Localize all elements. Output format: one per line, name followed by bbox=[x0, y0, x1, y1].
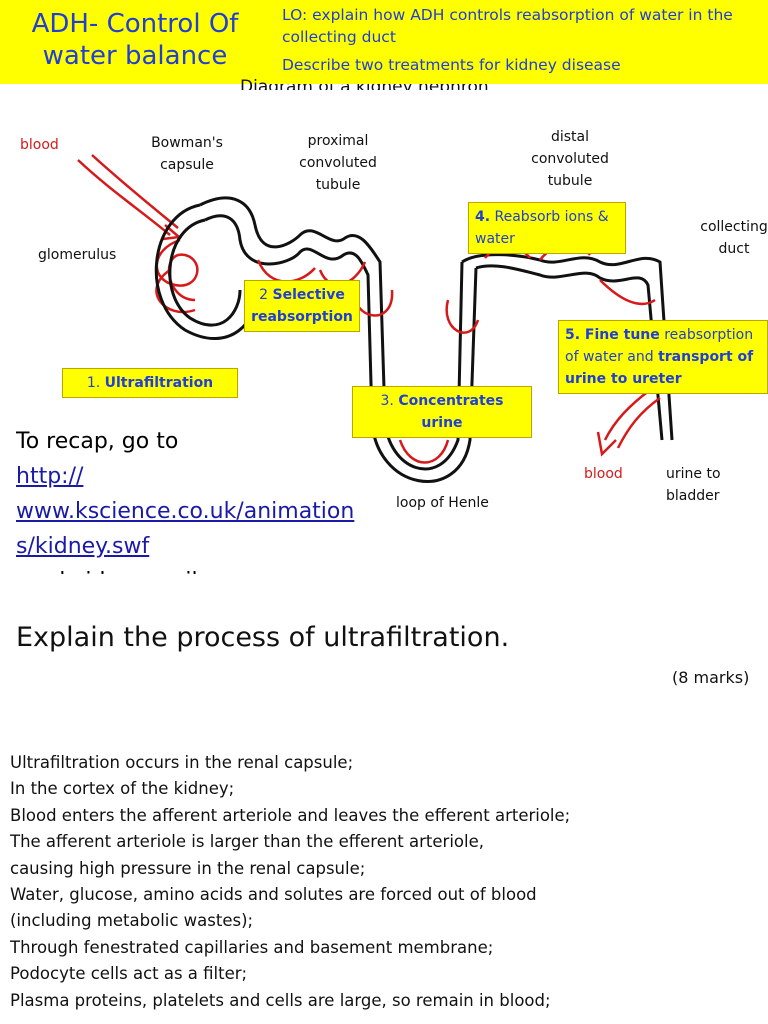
title-line-2: water balance bbox=[42, 41, 228, 71]
label-blood-in: blood bbox=[20, 137, 59, 153]
callout-5-bold-1: 5. Fine tune bbox=[565, 327, 660, 343]
callout-reabsorb-ions: 4. Reabsorb ions & water bbox=[468, 202, 626, 254]
marks-label: (8 marks) bbox=[672, 668, 750, 687]
label-loop-of-henle: loop of Henle bbox=[396, 495, 489, 511]
callout-5-bold-2: transport of urine to ureter bbox=[565, 349, 754, 387]
answer-line: Through fenestrated capillaries and base… bbox=[10, 937, 494, 957]
learning-objectives-banner: LO: explain how ADH controls reabsorptio… bbox=[270, 0, 768, 84]
lo-line-1: LO: explain how ADH controls reabsorptio… bbox=[282, 6, 733, 46]
bowmans-capsule-shape bbox=[154, 203, 258, 341]
recap-link-part-2[interactable]: www.kscience.co.uk/animations/kidney.swf bbox=[16, 499, 355, 559]
label-blood-out: blood bbox=[584, 466, 623, 482]
callout-ultrafiltration: 1. Ultrafiltration bbox=[62, 368, 238, 398]
callout-concentrates-urine: 3. Concentrates urine bbox=[352, 386, 532, 438]
loop-of-henle-shape bbox=[370, 261, 478, 483]
answer-line: Water, glucose, amino acids and solutes … bbox=[10, 885, 537, 905]
question-heading: Explain the process of ultrafiltration. bbox=[16, 622, 510, 653]
label-distal-tubule: distal convoluted tubule bbox=[531, 129, 609, 189]
proximal-tubule-shape bbox=[199, 196, 387, 421]
loop-capillaries bbox=[398, 299, 480, 464]
callout-3-number: 3. bbox=[380, 393, 394, 409]
title-banner: ADH- Control Of water balance bbox=[0, 0, 270, 84]
label-collecting-duct: collecting duct bbox=[700, 219, 768, 257]
callout-1-text: Ultrafiltration bbox=[104, 375, 214, 391]
answer-list: Ultrafiltration occurs in the renal caps… bbox=[10, 750, 760, 1024]
answer-line: The afferent arteriole is larger than th… bbox=[10, 832, 484, 852]
recap-text-box: To recap, go to http:// www.kscience.co.… bbox=[16, 424, 366, 574]
title-line-1: ADH- Control Of bbox=[31, 9, 239, 39]
distal-tubule-shape bbox=[461, 253, 674, 441]
callout-3-text: Concentrates urine bbox=[398, 393, 504, 431]
label-proximal-tubule: proximal convoluted tubule bbox=[299, 133, 377, 193]
callout-fine-tune: 5. Fine tune reabsorption of water and t… bbox=[558, 320, 768, 394]
answer-line: causing high pressure in the renal capsu… bbox=[10, 858, 366, 878]
callout-2-number: 2 bbox=[259, 287, 269, 303]
label-urine-to-bladder: urine to bladder bbox=[666, 466, 721, 504]
lo-line-2: Describe two treatments for kidney disea… bbox=[282, 56, 621, 74]
callout-2-text: Selective reabsorption bbox=[251, 287, 353, 325]
callout-5-text: reabsorption of water and bbox=[565, 327, 754, 365]
efferent-blood-vessel bbox=[596, 389, 661, 457]
callout-4-text: Reabsorb ions & water bbox=[475, 209, 609, 247]
callout-4-number: 4. bbox=[475, 209, 491, 225]
answer-line: Podocyte cells act as a filter; bbox=[10, 964, 248, 984]
recap-outro: and videos on ilearn bbox=[16, 564, 366, 574]
callout-1-number: 1. bbox=[86, 375, 101, 391]
label-glomerulus: glomerulus bbox=[38, 247, 117, 263]
label-bowmans-capsule: Bowman's capsule bbox=[151, 135, 223, 173]
recap-link-part-1[interactable]: http:// bbox=[16, 464, 84, 489]
answer-line: Blood enters the afferent arteriole and … bbox=[10, 805, 571, 825]
recap-intro: To recap, go to bbox=[16, 429, 179, 454]
answer-line: Plasma proteins, platelets and cells are… bbox=[10, 990, 551, 1010]
answer-line: (including metabolic wastes); bbox=[10, 911, 254, 931]
answer-line: Ultrafiltration occurs in the renal caps… bbox=[10, 753, 354, 772]
answer-line: In the cortex of the kidney; bbox=[10, 779, 235, 799]
callout-selective-reabsorption: 2 Selective reabsorption bbox=[244, 280, 360, 332]
